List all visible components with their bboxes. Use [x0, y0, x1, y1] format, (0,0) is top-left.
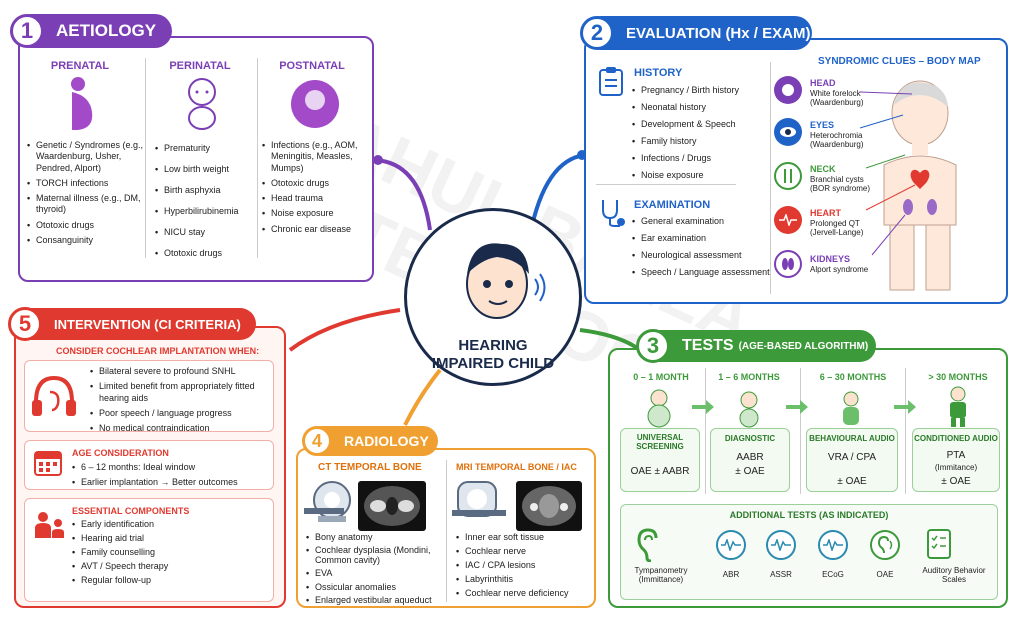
abr-icon — [716, 530, 746, 560]
stage-test-1: AABR — [710, 452, 790, 463]
additional-test-label: ASSR — [756, 570, 806, 579]
stage-test-0: OAE ± AABR — [620, 466, 700, 477]
additional-test-label: Auditory Behavior Scales — [916, 566, 992, 584]
assr-icon — [766, 530, 796, 560]
stage-test3-3: ± OAE — [912, 476, 1000, 487]
stage-test2-1: ± OAE — [710, 466, 790, 477]
checklist-icon — [926, 528, 952, 560]
stage-name-1: DIAGNOSTIC — [710, 434, 790, 443]
stage-name-3: CONDITIONED AUDIO — [912, 434, 1000, 443]
oae-icon — [870, 530, 900, 560]
stage-name-0: UNIVERSAL SCREENING — [628, 433, 692, 451]
additional-test-label: OAE — [860, 570, 910, 579]
stage-name-2: BEHAVIOURAL AUDIO — [806, 434, 898, 443]
additional-tests-title: ADDITIONAL TESTS (AS INDICATED) — [620, 510, 998, 520]
additional-test-label: ECoG — [808, 570, 858, 579]
additional-test-label: ABR — [706, 570, 756, 579]
stage-test2-3: (Immitance) — [912, 463, 1000, 472]
stage-test2-2: ± OAE — [806, 476, 898, 487]
ear-icon — [636, 528, 662, 562]
ecog-icon — [818, 530, 848, 560]
stage-test-3: PTA — [912, 450, 1000, 461]
stage-test-2: VRA / CPA — [806, 452, 898, 463]
additional-test-label: Tympanometry (Immittance) — [626, 566, 696, 584]
